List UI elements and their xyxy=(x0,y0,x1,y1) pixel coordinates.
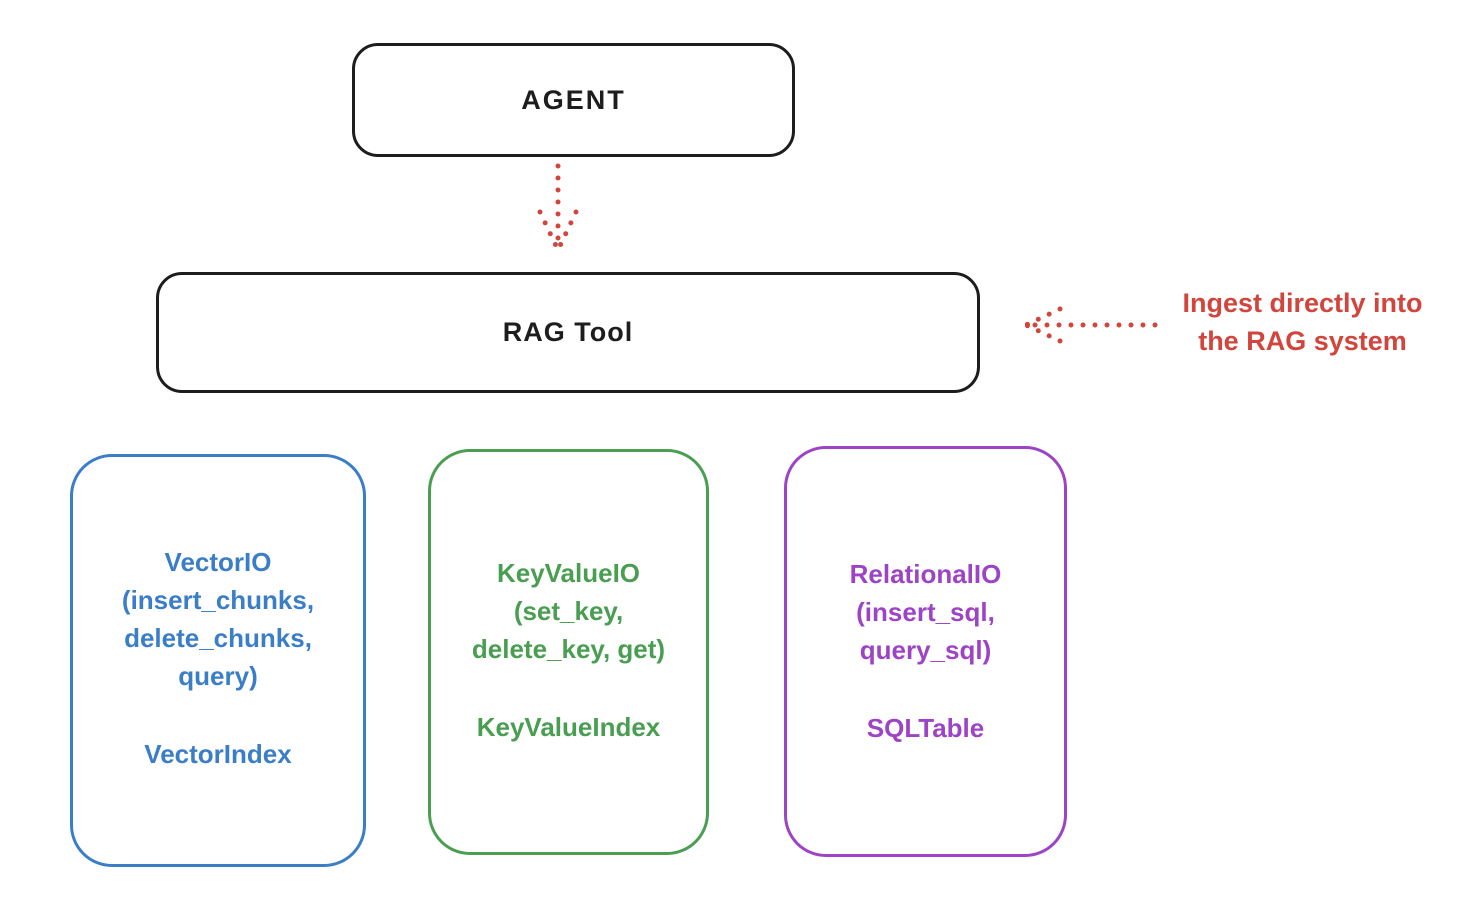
agent-to-rag-dotted-arrow-down-icon xyxy=(537,163,579,253)
backend-line: VectorIO xyxy=(164,547,272,577)
backend-line: query) xyxy=(178,661,258,691)
backend-index-label: SQLTable xyxy=(866,713,985,743)
backend-box-vector-io: VectorIO (insert_chunks, delete_chunks, … xyxy=(70,454,366,867)
backend-line: delete_key, get) xyxy=(471,634,666,664)
backend-index-label: KeyValueIndex xyxy=(476,712,661,742)
rag-tool-node-label: RAG Tool xyxy=(502,317,634,347)
agent-node-label: AGENT xyxy=(521,84,626,115)
rag-tool-node: RAG Tool xyxy=(156,272,980,393)
backend-index-label: VectorIndex xyxy=(144,739,292,769)
backend-line: delete_chunks, xyxy=(124,623,312,653)
ingest-annotation-line2: the RAG system xyxy=(1198,326,1407,356)
backend-line: KeyValueIO xyxy=(496,558,641,588)
backend-line: (set_key, xyxy=(513,596,624,626)
backend-line: RelationalIO xyxy=(849,559,1002,589)
backend-box-keyvalue-io: KeyValueIO (set_key, delete_key, get) Ke… xyxy=(428,449,709,855)
ingest-annotation: Ingest directly into the RAG system xyxy=(1130,284,1475,360)
backend-line: query_sql) xyxy=(859,635,992,665)
agent-node: AGENT xyxy=(352,43,795,157)
ingest-annotation-line1: Ingest directly into xyxy=(1182,288,1423,318)
backend-line: (insert_sql, xyxy=(856,597,995,627)
backend-box-relational-io: RelationalIO (insert_sql, query_sql) SQL… xyxy=(784,446,1067,857)
annotation-to-rag-dotted-arrow-left-icon xyxy=(1023,306,1158,344)
backend-line: (insert_chunks, xyxy=(121,585,315,615)
